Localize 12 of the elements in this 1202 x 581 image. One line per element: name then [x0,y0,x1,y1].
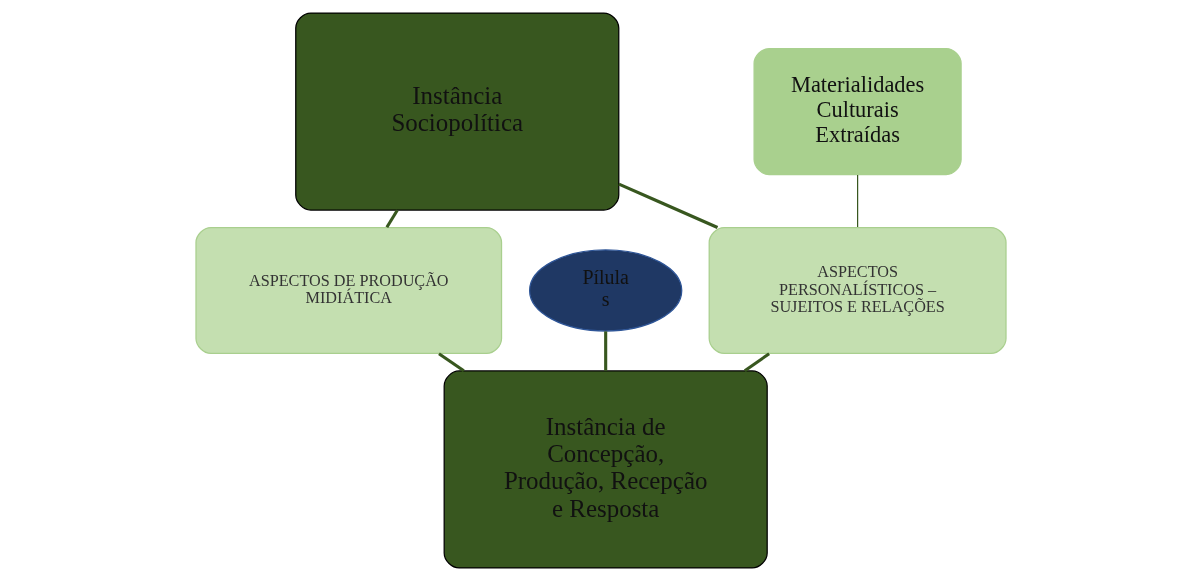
node-box: ASPECTOS DE PRODUÇÃO MIDIÁTICA [195,226,503,355]
node-box: ASPECTOS PERSONALÍSTICOS – SUJEITOS E RELAÇÕES [708,226,1007,355]
node-box: Materialidades Culturais Extraídas [753,47,962,176]
node-ellipse: Pílula s [528,249,683,332]
connector [438,352,465,373]
connector [856,174,859,228]
connector [618,182,719,229]
connector [604,331,608,371]
node-box: Instância de Concepção, Produção, Recepção e Resposta [443,370,768,569]
connector [385,209,399,229]
node-box: Instância Sociopolítica [295,12,620,211]
connector [743,352,771,373]
